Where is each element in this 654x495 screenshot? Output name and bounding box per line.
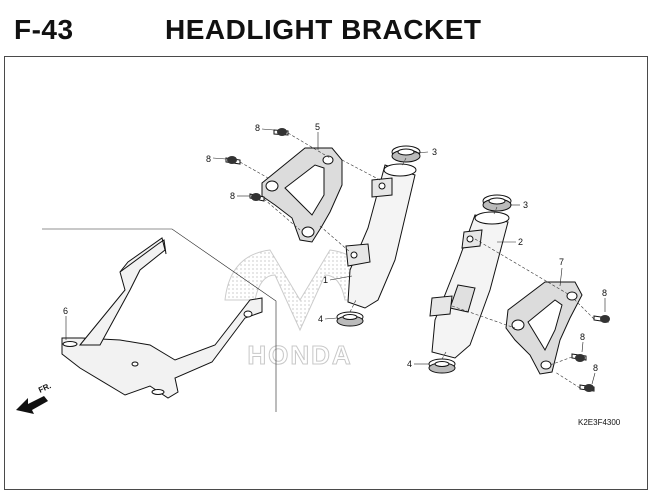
diagram-frame bbox=[4, 56, 648, 490]
watermark-text: HONDA bbox=[247, 340, 352, 370]
callout-7: 7 bbox=[559, 257, 564, 267]
callout-8e: 8 bbox=[580, 332, 585, 342]
callout-3b: 3 bbox=[523, 200, 528, 210]
part-3-upper-ring-right bbox=[482, 194, 512, 212]
part-3-upper-ring-left bbox=[391, 145, 421, 163]
honda-watermark: HONDA bbox=[224, 249, 376, 371]
part-4-lower-ring-left bbox=[336, 311, 364, 327]
part-4-lower-ring-right bbox=[428, 358, 456, 374]
bolt-8d bbox=[593, 315, 610, 323]
bolt-8e bbox=[571, 353, 587, 362]
part-5-left-bracket bbox=[261, 147, 343, 243]
section-code: F-43 bbox=[14, 14, 74, 45]
drawing-code: K2E3F4300 bbox=[578, 418, 621, 427]
callout-8c: 8 bbox=[230, 191, 235, 201]
page-title: HEADLIGHT BRACKET bbox=[165, 14, 482, 45]
subpanel-outline bbox=[42, 228, 277, 412]
callout-8f: 8 bbox=[593, 363, 598, 373]
bolt-8f bbox=[579, 384, 595, 392]
bolt-8c bbox=[249, 193, 265, 202]
part-7-right-bracket bbox=[505, 281, 583, 375]
callout-1: 1 bbox=[323, 275, 328, 285]
callout-labels: 5 8 8 8 3 1 4 3 2 7 8 8 8 4 6 bbox=[63, 122, 607, 373]
part-2-right-cover bbox=[429, 211, 510, 359]
callout-4a: 4 bbox=[318, 314, 323, 324]
callout-8b: 8 bbox=[206, 154, 211, 164]
callout-5: 5 bbox=[315, 122, 320, 132]
part-6-mounting-stay bbox=[61, 237, 263, 399]
callout-8d: 8 bbox=[602, 288, 607, 298]
bolt-8a bbox=[273, 128, 289, 136]
callout-3a: 3 bbox=[432, 147, 437, 157]
callout-2: 2 bbox=[518, 237, 523, 247]
part-1-left-cover bbox=[345, 163, 417, 309]
callout-6: 6 bbox=[63, 306, 68, 316]
callout-leaders bbox=[65, 128, 606, 385]
direction-label: FR. bbox=[37, 381, 52, 395]
part-8-bolts bbox=[225, 128, 610, 392]
front-direction-arrow: FR. bbox=[16, 381, 53, 414]
assembly-lines bbox=[239, 132, 595, 389]
callout-8a: 8 bbox=[255, 123, 260, 133]
callout-4b: 4 bbox=[407, 359, 412, 369]
bolt-8b bbox=[225, 156, 241, 165]
